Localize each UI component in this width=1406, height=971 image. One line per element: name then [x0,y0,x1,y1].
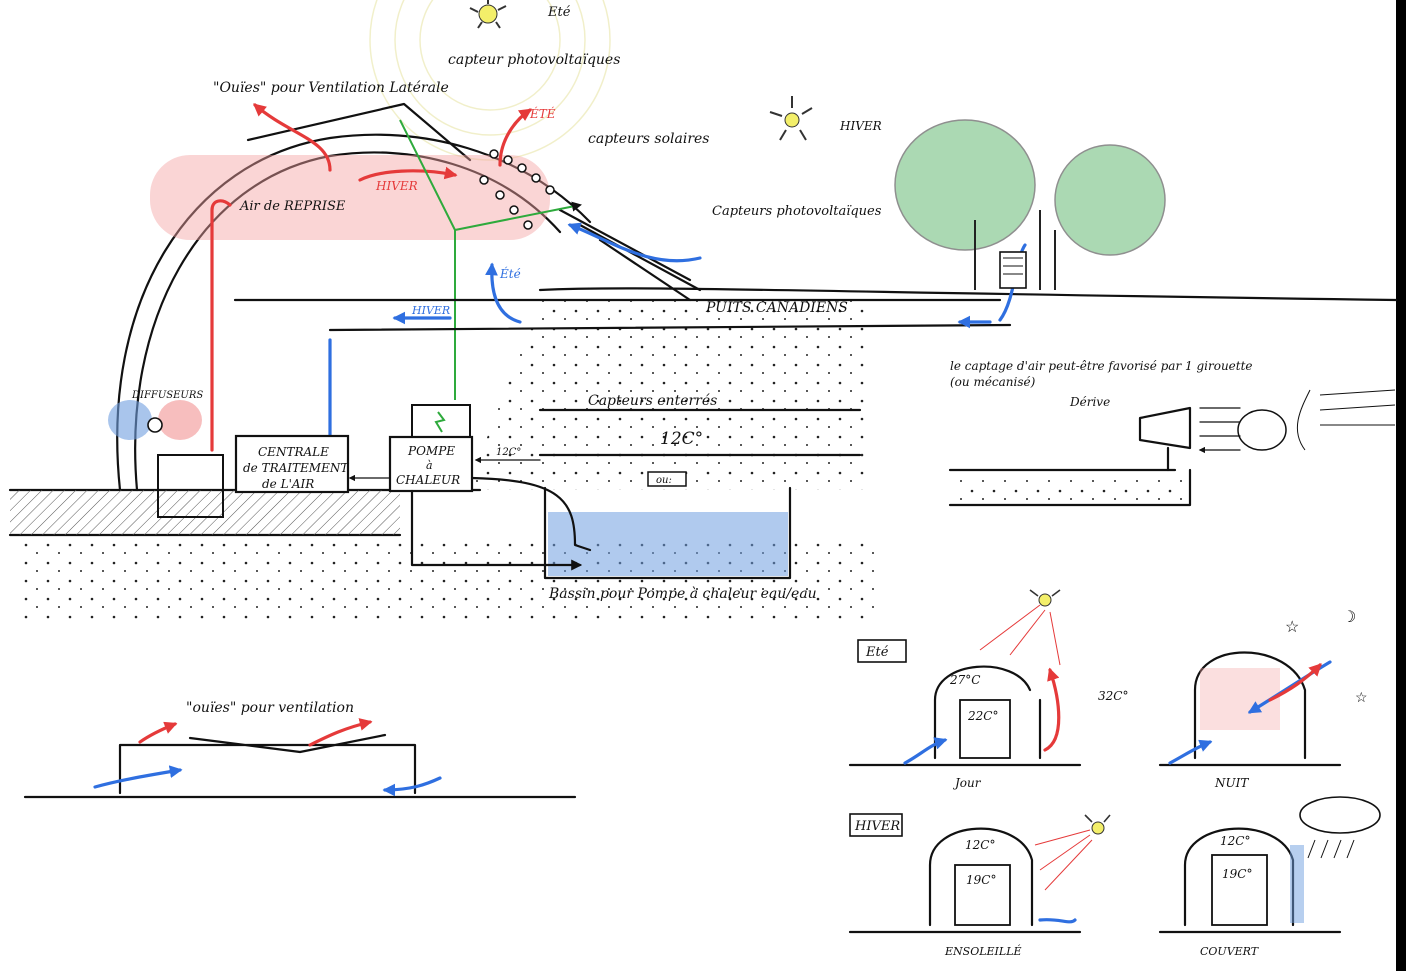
pompe-line2: à [426,459,433,472]
ensoleille-sun-icon [1085,815,1110,834]
hiver-red-label: HIVER [375,179,418,193]
nuit-label: NUIT [1214,776,1249,790]
girouette-line2: (ou mécanisé) [950,375,1036,389]
centrale-line3: de L'AIR [262,477,314,491]
summer-sun-icon [470,0,506,28]
ground-hatch [10,490,400,535]
star-icon-2: ☆ [1355,691,1368,706]
ventilation-label: "ouïes" pour ventilation [186,700,354,716]
air-intake-tower [1000,252,1026,288]
capteurs-pv-label: Capteurs photovoltaïques [712,204,882,219]
jour-label: Jour [952,776,982,790]
pompe-line1: POMPE [407,444,455,458]
jour-red [1045,670,1059,750]
ete-tag: Eté [865,645,889,660]
ventilation-building [25,735,575,797]
couvert-room [1212,855,1267,925]
capteurs-enterres-label: Capteurs enterrés [588,393,717,409]
ete-blue-label: Été [499,266,521,281]
jour-22: 22C° [967,709,998,723]
jour-rays [980,605,1060,665]
ensoleille-label: ENSOLEILLÉ [944,944,1022,958]
hiver-blue-label: HIVER [411,304,450,317]
bassin-label: Bassin pour Pompe à chaleur eau/eau [548,586,817,602]
diffuseurs-label: DIFFUSEURS [131,390,203,401]
temp-12-label: 12C° [660,429,703,449]
girouette-vane [1140,408,1190,470]
pompe-line3: CHALEUR [396,473,460,487]
couvert-duct [1290,845,1304,923]
diffuseur-cloud [108,400,202,440]
ensoleille-rays [1035,830,1092,890]
jour-sun-icon [1030,590,1060,606]
winter-sun-icon [770,96,812,140]
vent-blue-left [95,770,180,787]
ensoleille-12: 12C° [965,838,995,852]
jour-blue [905,740,945,763]
vent-red-left [140,724,175,742]
derive-label: Dérive [1069,395,1110,409]
ete-top-label: Eté [547,5,571,20]
jour-32: 32C° [1098,689,1128,703]
moon-icon: ☽ [1342,609,1356,626]
couvert-12: 12C° [1220,834,1250,848]
jour-27: 27°C [949,673,980,687]
ete-red-label: ÉTÉ [529,106,556,121]
ouies-lateral-label: "Ouïes" pour Ventilation Latérale [213,80,449,96]
capteurs-solaires-label: capteurs solaires [588,131,709,147]
vent-red-right [310,722,370,745]
hiver-tag: HIVER [854,819,900,834]
couvert-19: 19C° [1222,867,1252,881]
season-panels: Eté 27°C 22C° 32C° Jour NUIT ☆ ☆ ☽ HIVER… [850,590,1380,958]
bassin-water [548,512,788,576]
pv-panels [560,210,700,300]
ensoleille-19: 19C° [966,873,996,887]
girouette-line1: le captage d'air peut-être favorisé par … [950,359,1253,373]
wind-arrows [1200,408,1240,450]
cloud-rain-icon [1300,797,1380,858]
vent-blue-right [385,778,440,790]
ou-label: ou: [656,475,672,486]
star-icon: ☆ [1285,619,1299,636]
centrale-line1: CENTRALE [258,445,329,459]
wind-face-icon [1238,390,1395,450]
border-strip [1396,0,1406,971]
girouette-pipe-fill [952,476,1182,500]
temp-12-small-label: 12C° [496,447,521,458]
hiver-sun-label: HIVER [839,119,882,133]
centrale-line2: de TRAITEMENT [243,461,349,475]
couvert-label: COUVERT [1200,945,1260,958]
nuit-blue-low [1170,742,1210,763]
ensoleille-blue [1040,920,1075,922]
puits-label: PUITS CANADIENS [705,300,848,316]
tree-icon [895,120,1165,290]
air-reprise-label: Air de REPRISE [239,199,346,214]
warm-air-zone [150,155,550,240]
pv-top-label: capteur photovoltaïques [448,52,620,68]
